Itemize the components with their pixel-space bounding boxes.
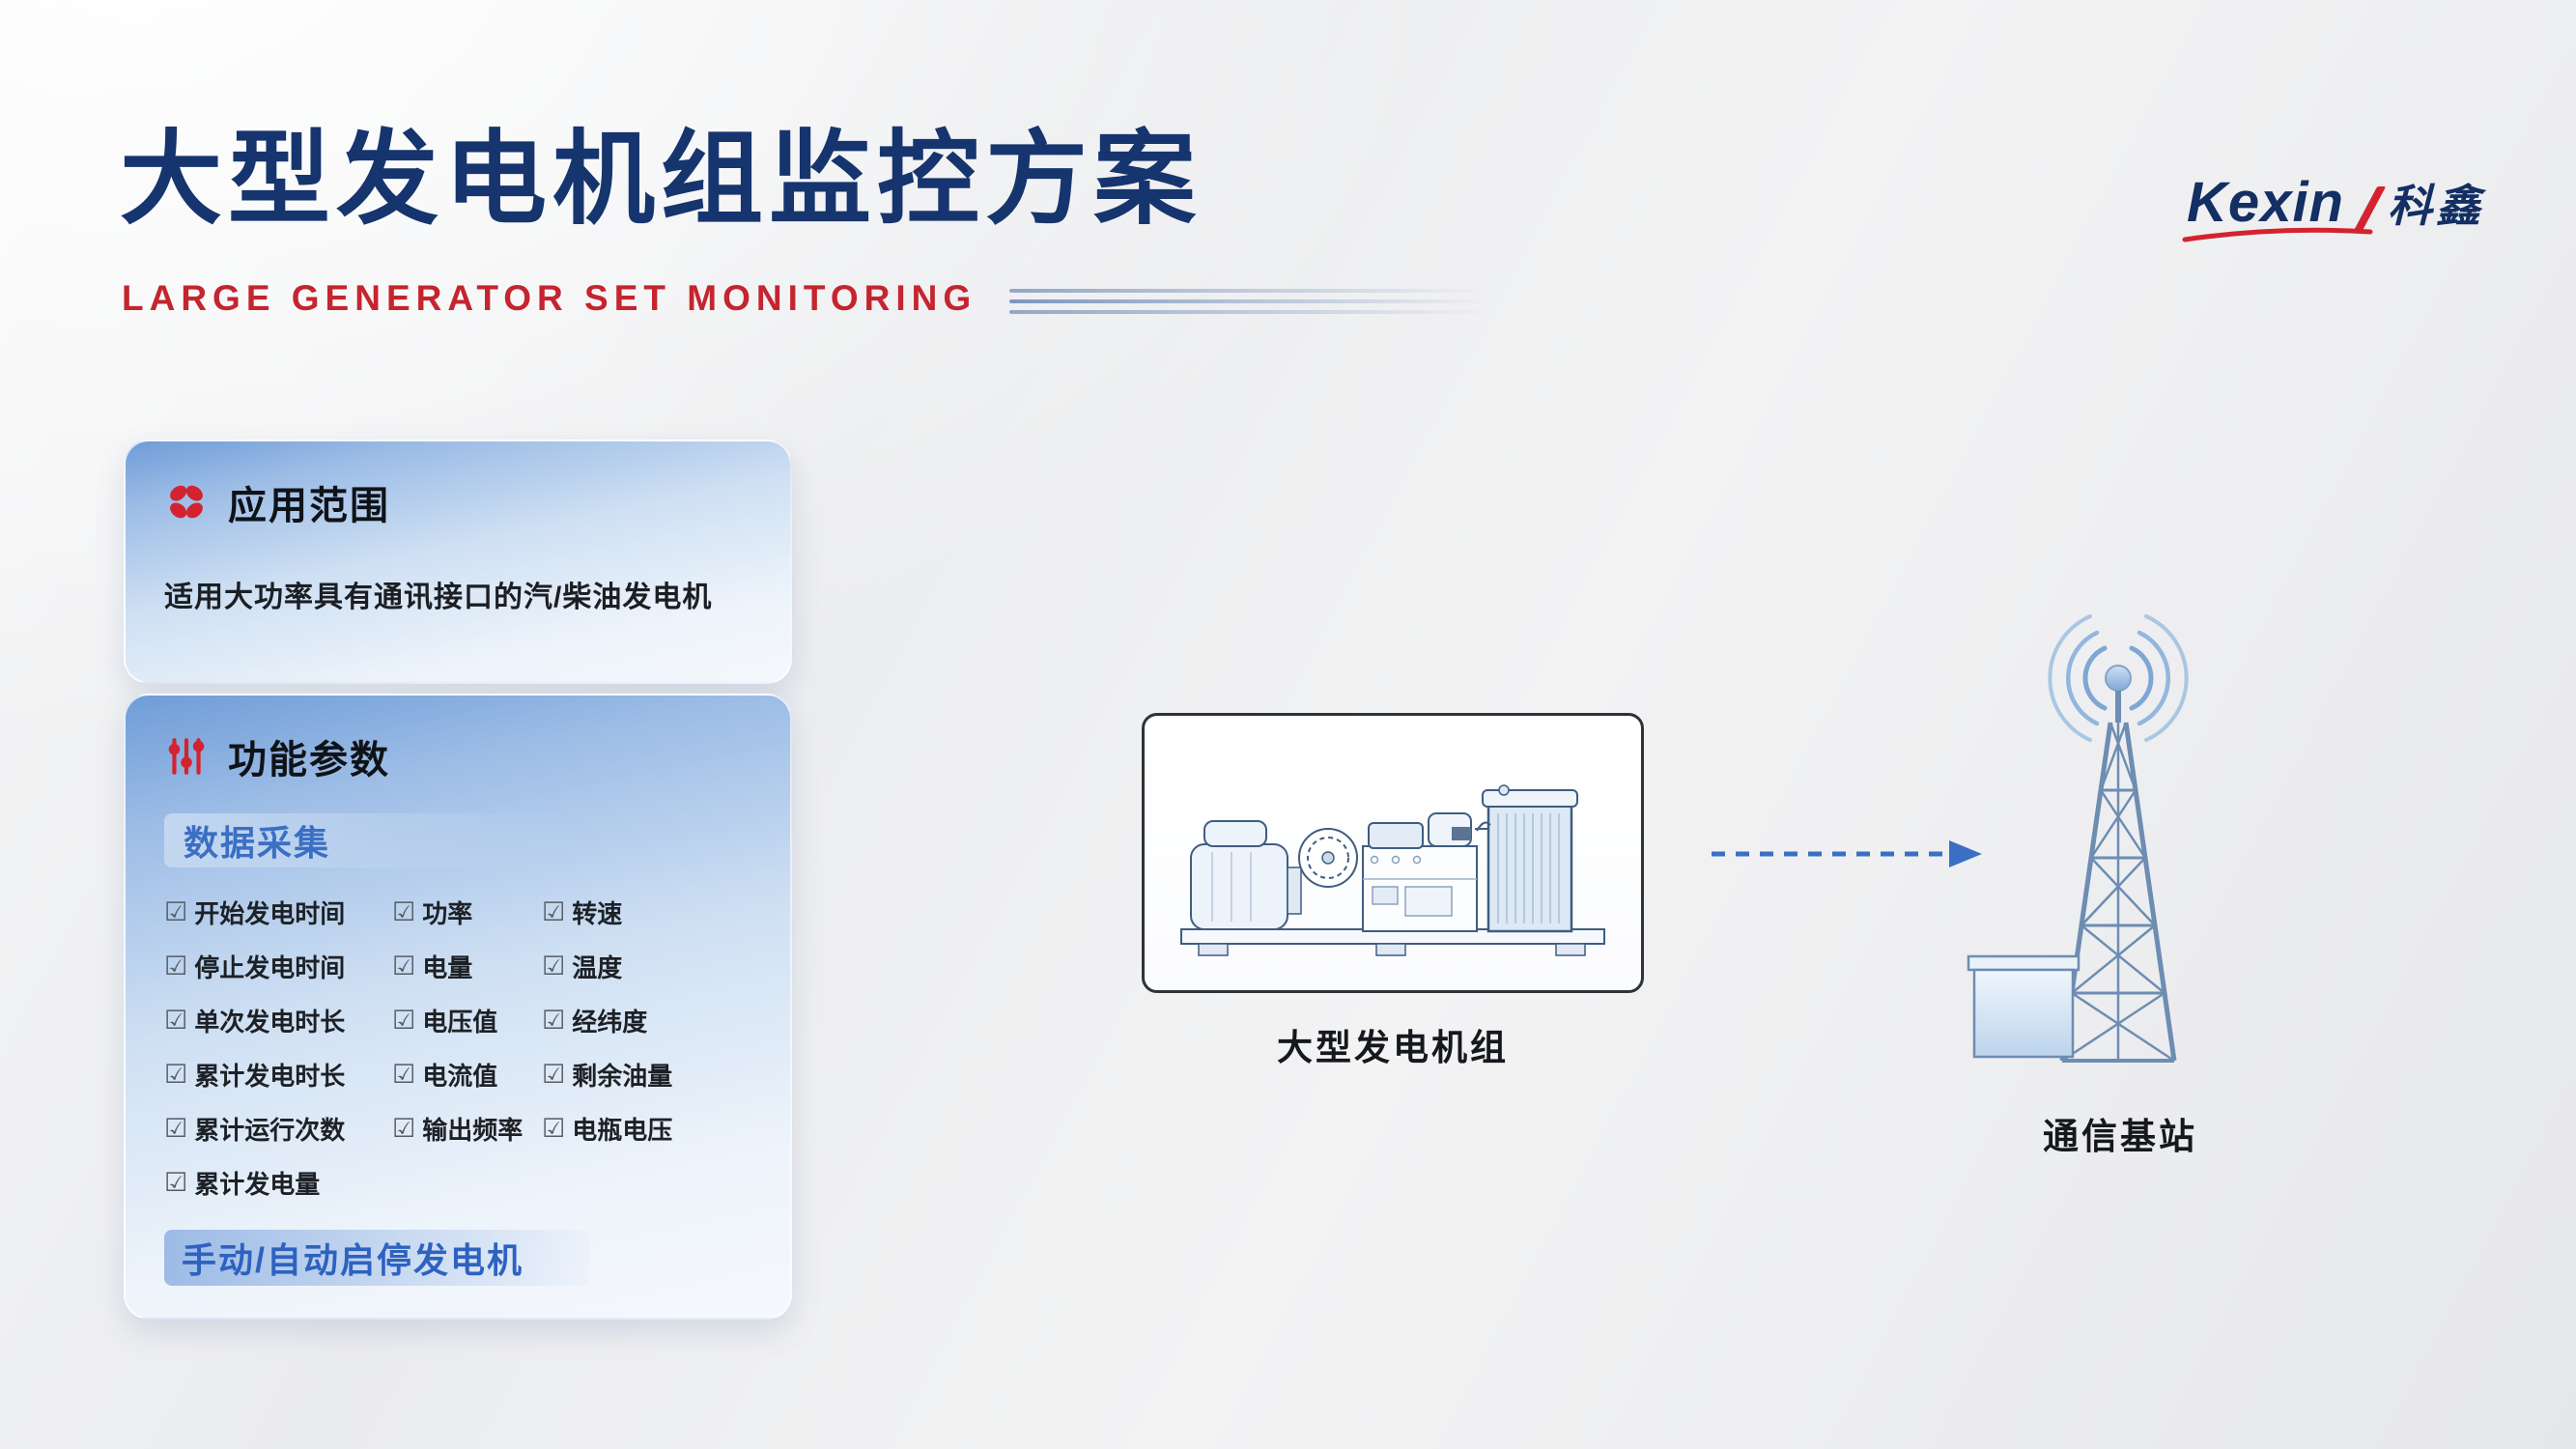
checklist-label: 电压值 xyxy=(422,1008,498,1037)
logo-wordmark: Kexin xyxy=(2187,171,2344,234)
tower-label: 通信基站 xyxy=(2043,1117,2197,1156)
communication-tower-illustration xyxy=(1967,614,2189,1063)
checkbox-icon: ☑ xyxy=(392,1006,416,1035)
application-description: 适用大功率具有通讯接口的汽/柴油发电机 xyxy=(164,582,713,613)
checklist-label: 温度 xyxy=(572,953,623,982)
checklist-item: ☑功率 xyxy=(392,895,542,930)
manual-auto-control-label: 手动/自动启停发电机 xyxy=(164,1230,589,1286)
checklist-label: 开始发电时间 xyxy=(194,899,346,928)
checklist-label: 电瓶电压 xyxy=(572,1116,673,1145)
checkbox-icon: ☑ xyxy=(164,1114,188,1143)
checklist-item: ☑开始发电时间 xyxy=(164,895,392,930)
checklist-label: 累计发电量 xyxy=(194,1170,321,1199)
checklist-label: 停止发电时间 xyxy=(194,953,346,982)
flow-arrow-icon xyxy=(1712,840,1982,867)
checkbox-icon: ☑ xyxy=(542,897,566,926)
checkbox-icon: ☑ xyxy=(542,952,566,980)
checklist-label: 剩余油量 xyxy=(572,1062,673,1091)
checkbox-icon: ☑ xyxy=(542,1114,566,1143)
checklist-label: 累计运行次数 xyxy=(194,1116,346,1145)
checkbox-icon: ☑ xyxy=(392,897,416,926)
checklist-item: ☑电瓶电压 xyxy=(542,1111,735,1147)
checklist-item: ☑输出频率 xyxy=(392,1111,542,1147)
decorative-speed-lines xyxy=(1009,289,1513,314)
application-panel-title: 应用范围 xyxy=(228,485,390,527)
checklist-label: 单次发电时长 xyxy=(194,1008,346,1037)
checkbox-icon: ☑ xyxy=(542,1006,566,1035)
logo-cn-text: 科鑫 xyxy=(2388,181,2484,231)
logo-wordmark-wrap: Kexin xyxy=(2182,170,2373,242)
checklist-item: ☑温度 xyxy=(542,949,735,984)
page-title: 大型发电机组监控方案 xyxy=(120,123,1202,237)
clover-icon xyxy=(170,485,203,519)
checklist-label: 转速 xyxy=(572,899,623,928)
checkbox-icon: ☑ xyxy=(164,1060,188,1089)
generator-illustration xyxy=(1180,784,1605,956)
checklist-label: 经纬度 xyxy=(572,1008,648,1037)
parameters-panel-title: 功能参数 xyxy=(228,739,390,781)
checkbox-icon: ☑ xyxy=(392,1114,416,1143)
checklist-item: ☑电压值 xyxy=(392,1003,542,1038)
function-parameters-panel: 功能参数 数据采集 ☑开始发电时间 ☑停止发电时间 ☑单次发电时长 ☑累计发电时… xyxy=(124,694,792,1320)
checklist-item: ☑经纬度 xyxy=(542,1003,735,1038)
checklist-item: ☑剩余油量 xyxy=(542,1057,735,1093)
checklist-item: ☑停止发电时间 xyxy=(164,949,392,984)
checklist-item: ☑累计运行次数 xyxy=(164,1111,392,1147)
application-scope-panel: 应用范围 适用大功率具有通讯接口的汽/柴油发电机 xyxy=(124,440,792,684)
checklist-item: ☑累计发电时长 xyxy=(164,1057,392,1093)
generator-image-frame xyxy=(1142,713,1644,993)
checkbox-icon: ☑ xyxy=(392,1060,416,1089)
checkbox-icon: ☑ xyxy=(164,952,188,980)
brand-logo: Kexin 科鑫 xyxy=(2182,170,2484,242)
checklist-column-3: ☑转速 ☑温度 ☑经纬度 ☑剩余油量 ☑电瓶电压 xyxy=(542,895,735,1201)
parameters-panel-header: 功能参数 xyxy=(126,696,790,784)
checkbox-icon: ☑ xyxy=(164,1168,188,1197)
checklist-item: ☑单次发电时长 xyxy=(164,1003,392,1038)
checklist-column-2: ☑功率 ☑电量 ☑电压值 ☑电流值 ☑输出频率 xyxy=(392,895,542,1201)
generator-label: 大型发电机组 xyxy=(1277,1028,1509,1067)
application-panel-header: 应用范围 xyxy=(126,441,790,530)
checklist-label: 输出频率 xyxy=(422,1116,524,1145)
checklist-item: ☑累计发电量 xyxy=(164,1165,392,1201)
logo-swoosh-icon xyxy=(2182,227,2373,242)
checklist-label: 累计发电时长 xyxy=(194,1062,346,1091)
checklist-label: 电量 xyxy=(422,953,473,982)
checklist-column-1: ☑开始发电时间 ☑停止发电时间 ☑单次发电时长 ☑累计发电时长 ☑累计运行次数 … xyxy=(164,895,392,1201)
checklist-item: ☑电量 xyxy=(392,949,542,984)
checklist-item: ☑转速 xyxy=(542,895,735,930)
data-collection-header: 数据采集 xyxy=(164,813,589,867)
checklist-label: 功率 xyxy=(422,899,473,928)
page-subtitle: LARGE GENERATOR SET MONITORING xyxy=(122,278,977,318)
checklist-item: ☑电流值 xyxy=(392,1057,542,1093)
subtitle-row: LARGE GENERATOR SET MONITORING xyxy=(122,278,1513,319)
sliders-icon xyxy=(168,738,205,775)
checkbox-icon: ☑ xyxy=(164,897,188,926)
checkbox-icon: ☑ xyxy=(542,1060,566,1089)
checklist-label: 电流值 xyxy=(422,1062,498,1091)
data-collection-checklist: ☑开始发电时间 ☑停止发电时间 ☑单次发电时长 ☑累计发电时长 ☑累计运行次数 … xyxy=(126,867,790,1201)
checkbox-icon: ☑ xyxy=(164,1006,188,1035)
checkbox-icon: ☑ xyxy=(392,952,416,980)
